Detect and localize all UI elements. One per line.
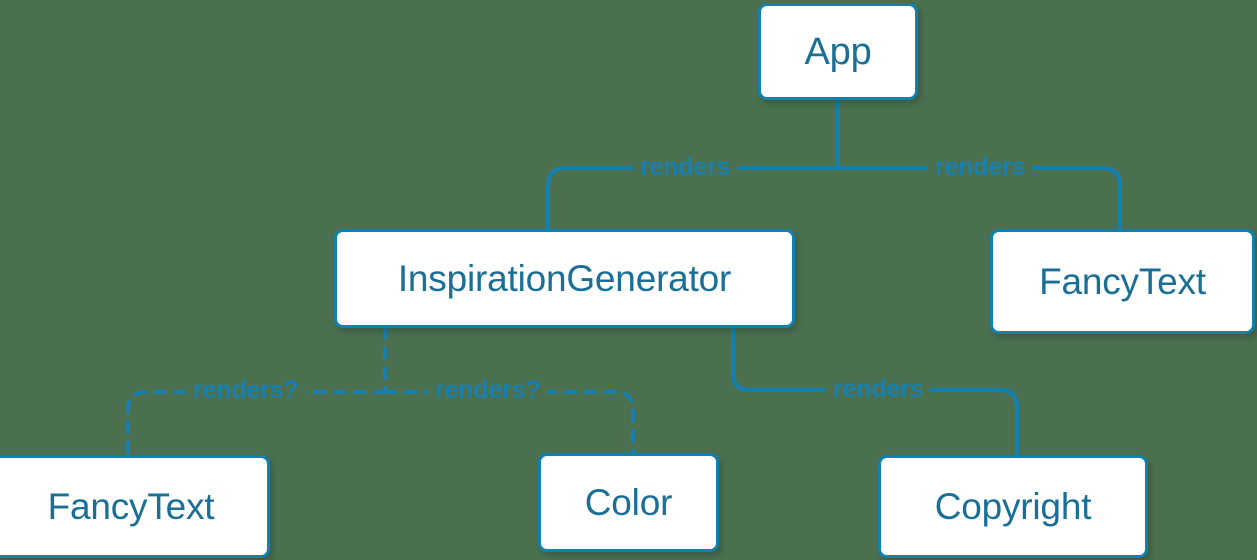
node-fancytext-bottom[interactable]: FancyText — [0, 455, 270, 558]
node-color[interactable]: Color — [538, 453, 719, 552]
node-inspiration-generator[interactable]: InspirationGenerator — [334, 229, 795, 328]
node-app[interactable]: App — [758, 3, 918, 100]
edge-label-inspiration-color: renders? — [428, 378, 548, 403]
node-copyright[interactable]: Copyright — [878, 455, 1148, 558]
edge-app-fancytext — [836, 166, 1122, 231]
node-fancytext-right[interactable]: FancyText — [990, 229, 1255, 334]
node-app-label: App — [804, 30, 872, 73]
node-copyright-label: Copyright — [934, 486, 1092, 527]
edge-app-inspiration — [546, 166, 840, 231]
node-color-label: Color — [584, 482, 673, 523]
node-inspiration-generator-label: InspirationGenerator — [397, 258, 732, 299]
node-fancytext-right-label: FancyText — [1039, 261, 1206, 302]
edge-label-inspiration-copyright: renders — [826, 377, 931, 402]
edge-inspiration-color — [383, 390, 635, 455]
node-fancytext-bottom-label: FancyText — [47, 486, 215, 527]
edge-label-app-inspiration: renders — [633, 155, 738, 180]
edge-label-inspiration-fancytext: renders? — [186, 378, 306, 403]
edge-label-app-fancytext: renders — [928, 155, 1033, 180]
edge-inspiration-fancytext — [126, 390, 387, 457]
